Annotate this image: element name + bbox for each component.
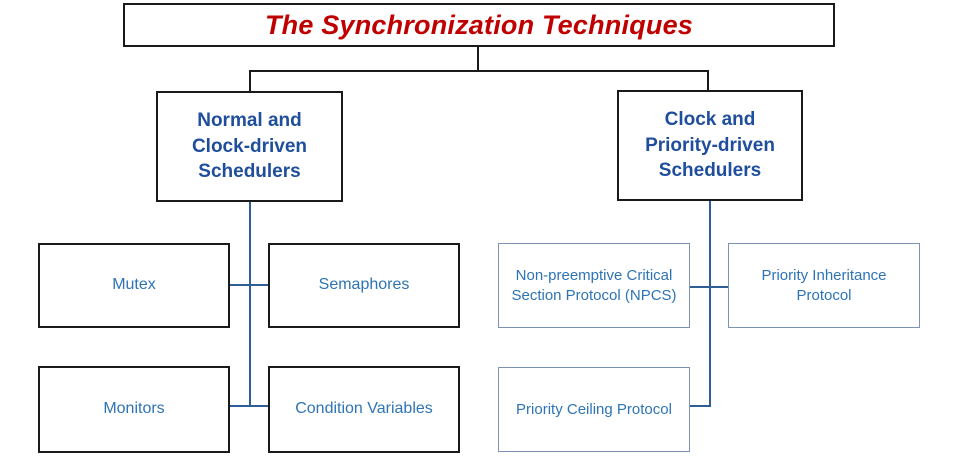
connector-right-vertical	[709, 201, 711, 407]
branch-clock-priority-driven-schedulers-box: Clock and Priority-driven Schedulers	[617, 90, 803, 201]
connector-left-row2-horizontal	[230, 405, 268, 407]
leaf-semaphores-box: Semaphores	[268, 243, 460, 328]
connector-top-horizontal	[249, 70, 709, 72]
leaf-npcs-protocol-box: Non-preemptive Critical Section Protocol…	[498, 243, 690, 328]
leaf-monitors-box: Monitors	[38, 366, 230, 453]
title-box: The Synchronization Techniques	[123, 3, 835, 47]
connector-title-stub	[477, 47, 479, 71]
connector-left-vertical	[249, 202, 251, 407]
connector-right-row2-elbow	[690, 405, 711, 407]
connector-right-row1-horizontal	[690, 286, 728, 288]
leaf-priority-inheritance-protocol-box: Priority Inheritance Protocol	[728, 243, 920, 328]
connector-drop-left-branch	[249, 70, 251, 92]
leaf-priority-ceiling-protocol-box: Priority Ceiling Protocol	[498, 367, 690, 452]
connector-left-row1-horizontal	[230, 284, 268, 286]
connector-drop-right-branch	[707, 70, 709, 91]
branch-normal-clock-driven-schedulers-box: Normal and Clock-driven Schedulers	[156, 91, 343, 202]
leaf-condition-variables-box: Condition Variables	[268, 366, 460, 453]
leaf-mutex-box: Mutex	[38, 243, 230, 328]
